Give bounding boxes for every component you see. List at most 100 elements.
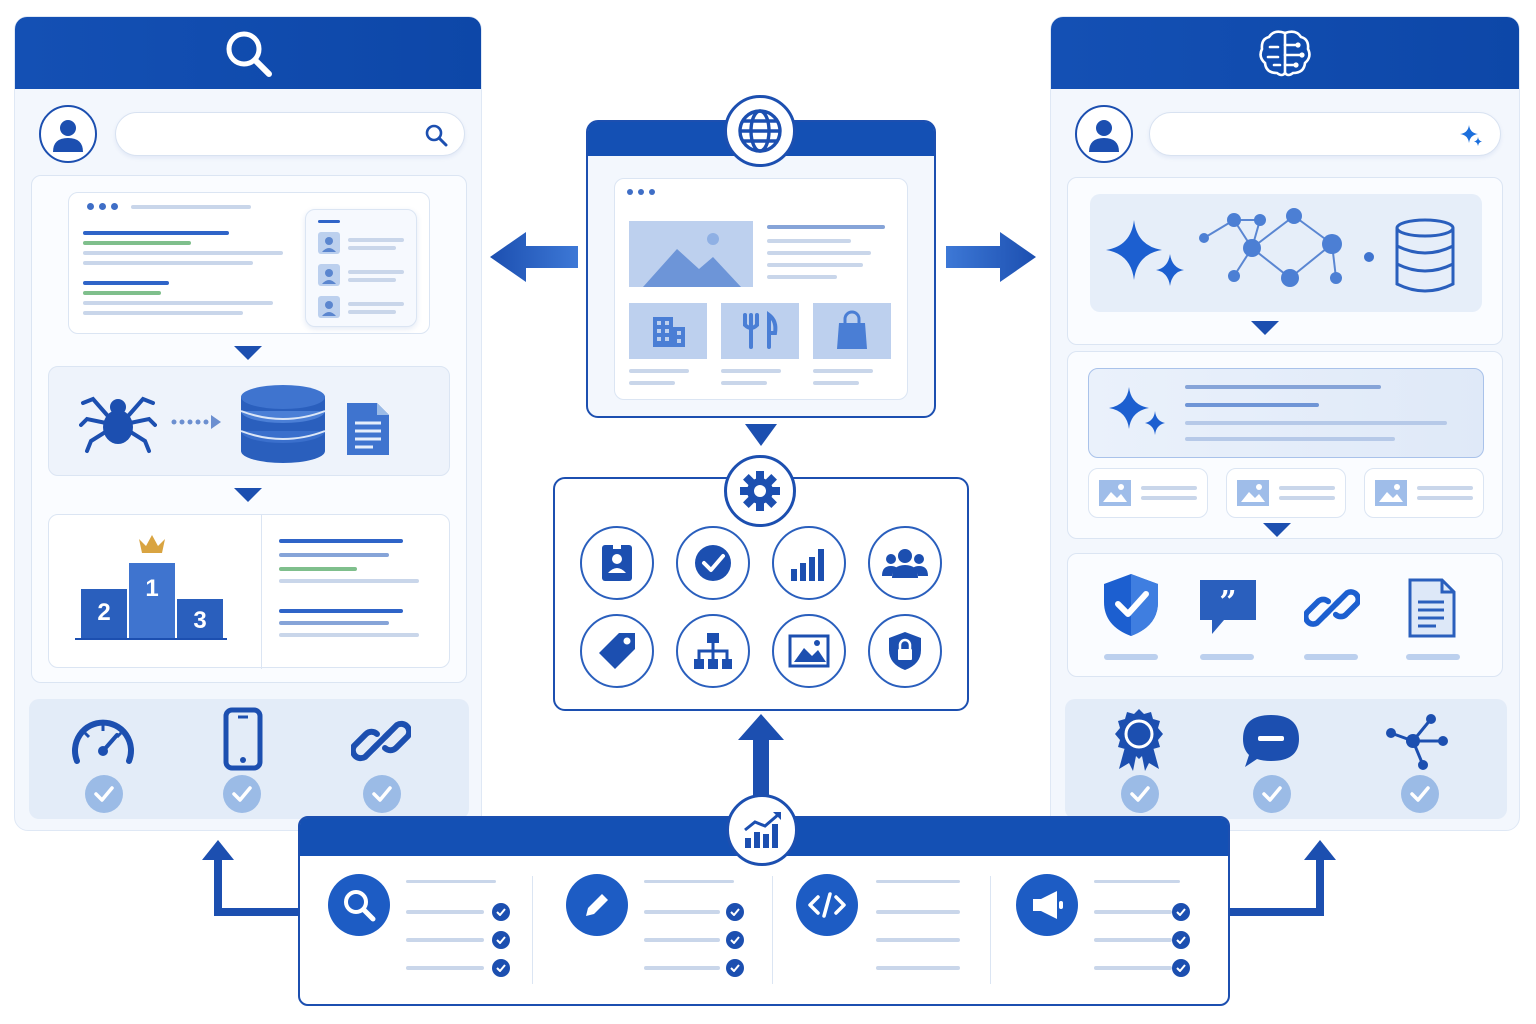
shield-lock-icon <box>887 630 923 672</box>
source-card <box>1364 468 1484 518</box>
tool-promotion[interactable] <box>1016 874 1078 936</box>
image-thumb-icon <box>1099 480 1131 506</box>
podium-place-3: 3 <box>193 607 207 634</box>
magnifier-icon <box>222 27 274 79</box>
ai-answer-box <box>1088 368 1484 458</box>
sitemap-icon <box>692 631 734 671</box>
check-icon <box>492 903 510 921</box>
trust-signals-row: ” <box>1067 553 1503 677</box>
search-bar[interactable] <box>115 112 465 156</box>
podium-place-1: 1 <box>145 575 159 602</box>
link-icon <box>351 711 411 771</box>
mobile-phone-icon <box>223 707 263 771</box>
result-title-line <box>83 281 169 285</box>
result-title-line <box>83 231 229 235</box>
check-icon <box>726 903 744 921</box>
feature-sitemap[interactable] <box>676 614 750 688</box>
website-mock <box>614 178 908 400</box>
chat-bubble-icon <box>1241 713 1301 769</box>
search-engine-header <box>15 17 481 89</box>
source-card <box>1088 468 1208 518</box>
avatar[interactable] <box>39 105 97 163</box>
check-icon <box>492 959 510 977</box>
search-icon <box>342 888 376 922</box>
feature-image[interactable] <box>772 614 846 688</box>
hero-image-icon <box>629 221 753 287</box>
arrow-up-icon <box>738 714 784 804</box>
database-icon <box>1394 218 1456 294</box>
results-area: 2 1 3 <box>31 175 467 683</box>
check-icon <box>1172 959 1190 977</box>
podium: 2 1 3 <box>81 563 231 639</box>
seo-checks-row <box>29 699 469 819</box>
down-arrow-icon <box>745 424 777 446</box>
check-icon <box>726 931 744 949</box>
quote-bubble-icon: ” <box>1198 578 1258 636</box>
id-card-icon <box>600 543 634 583</box>
search-input[interactable] <box>116 113 464 155</box>
network-icon <box>1383 711 1449 771</box>
sparkle-icon <box>1104 216 1194 290</box>
award-badge-icon <box>1111 707 1167 773</box>
elbow-arrow-right <box>1226 840 1338 920</box>
svg-text:”: ” <box>1219 585 1236 620</box>
crown-icon <box>137 533 167 555</box>
tag-icon <box>597 631 637 671</box>
divider <box>261 515 262 669</box>
building-icon <box>629 303 707 359</box>
link-icon <box>1304 580 1360 636</box>
bar-chart-icon <box>789 545 829 581</box>
user-photo-icon <box>318 232 340 254</box>
avatar[interactable] <box>1075 105 1133 163</box>
result-sidebar <box>305 209 417 327</box>
check-icon <box>726 959 744 977</box>
results-page-mock <box>68 192 430 334</box>
down-arrow-icon <box>1263 523 1291 537</box>
feature-security[interactable] <box>868 614 942 688</box>
crawl-index-row <box>48 366 450 476</box>
arrow-right-icon <box>946 232 1036 282</box>
growth-hub <box>726 794 798 866</box>
growth-chart-icon <box>741 810 783 850</box>
feature-users[interactable] <box>868 526 942 600</box>
document-icon <box>345 401 391 457</box>
speed-gauge-icon <box>71 711 135 769</box>
dot-connector <box>1364 252 1374 262</box>
feature-tag[interactable] <box>580 614 654 688</box>
feature-analytics[interactable] <box>772 526 846 600</box>
tool-code[interactable] <box>796 874 858 936</box>
check-icon <box>1121 775 1159 813</box>
shield-check-icon <box>1102 572 1160 638</box>
ai-prompt-bar[interactable] <box>1149 112 1501 156</box>
search-icon[interactable] <box>424 123 448 147</box>
user-photo-icon <box>318 296 340 318</box>
image-icon <box>788 634 830 668</box>
check-icon <box>223 775 261 813</box>
brain-circuit-icon <box>1256 27 1314 79</box>
sparkle-icon[interactable] <box>1458 123 1484 149</box>
users-icon <box>882 546 928 580</box>
check-icon <box>85 775 123 813</box>
check-icon <box>1172 903 1190 921</box>
tool-content[interactable] <box>566 874 628 936</box>
feature-check[interactable] <box>676 526 750 600</box>
search-engine-panel: 2 1 3 <box>14 16 482 831</box>
sparkle-icon <box>1107 383 1169 437</box>
check-icon <box>492 931 510 949</box>
check-icon <box>363 775 401 813</box>
geo-checks-row <box>1065 699 1507 819</box>
feature-id-card[interactable] <box>580 526 654 600</box>
megaphone-icon <box>1029 889 1065 921</box>
shopping-bag-icon <box>813 303 891 359</box>
fork-knife-icon <box>721 303 799 359</box>
globe-hub <box>724 95 796 167</box>
tool-search[interactable] <box>328 874 390 936</box>
knowledge-graph-area <box>1067 177 1503 345</box>
image-thumb-icon <box>1237 480 1269 506</box>
settings-hub <box>724 455 796 527</box>
source-card <box>1226 468 1346 518</box>
spider-icon <box>79 389 157 455</box>
dotted-arrow-icon <box>171 415 221 429</box>
user-photo-icon <box>318 264 340 286</box>
ai-prompt-input[interactable] <box>1150 113 1500 155</box>
